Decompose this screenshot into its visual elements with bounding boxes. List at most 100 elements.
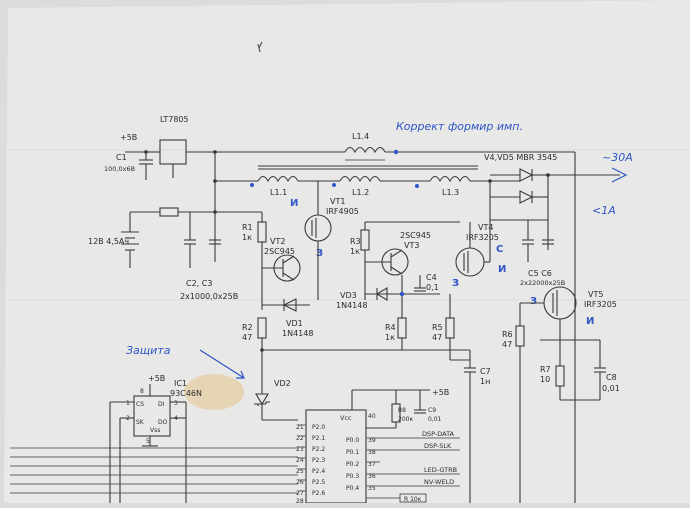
junction [546, 173, 550, 177]
lt7805-label: LT7805 [160, 115, 189, 124]
nv-weld-label: NV-WELD [424, 478, 454, 486]
vt1-part: IRF4905 [326, 207, 359, 216]
mcu-pin-num: 27 [296, 490, 304, 497]
vt2-part: 2SC945 [264, 247, 295, 256]
zashchita-note: Защита [126, 344, 171, 357]
coil-l12 [339, 175, 381, 183]
ic1-pin-do: DO [158, 419, 168, 426]
l11-label: L1.1 [270, 188, 287, 197]
r3-value: 1к [350, 247, 360, 256]
vt5-label: VT5 [588, 290, 603, 299]
battery-label: 12В 4,5Ач [88, 237, 129, 246]
vd1-part: 1N4148 [282, 329, 313, 338]
paper-stain [184, 374, 244, 410]
c1-value: 100,0х6В [104, 165, 135, 173]
r6-value: 47 [502, 340, 512, 349]
mcu-pin-num: 23 [296, 446, 304, 453]
c4-value: 0,1 [426, 283, 439, 292]
ic1-plus5b: +5B [148, 374, 165, 383]
c8-label: C8 [606, 373, 617, 382]
r1-value: 1к [242, 233, 252, 242]
vd3-part: 1N4148 [336, 301, 367, 310]
r2-value: 47 [242, 333, 252, 342]
vt4-part: IRF3205 [466, 233, 499, 242]
c1-label: C1 [116, 153, 127, 162]
vt3-collector [390, 249, 403, 258]
mcu-pin-num: 22 [296, 435, 304, 442]
vt3-label: VT3 [404, 241, 419, 250]
c8-value: 0,01 [602, 384, 620, 393]
vt2-emitter [282, 272, 295, 281]
coil-l11 [257, 175, 299, 183]
r4-label: R4 [385, 323, 396, 332]
mcu-pin-num: 24 [296, 457, 304, 464]
current-1a-note: <1A [592, 204, 616, 217]
l14-label: L1.4 [352, 132, 369, 141]
mcu-pin-name: P0.0 [346, 437, 359, 444]
vt1-label: VT1 [330, 197, 345, 206]
arrow-icon [611, 167, 628, 183]
vt4-label: VT4 [478, 223, 493, 232]
ic1-pin-num: 5 [146, 438, 150, 445]
c4-label: C4 [426, 273, 437, 282]
ic1-pin-num: 3 [174, 400, 178, 407]
r10k-label: R 10к [404, 496, 422, 503]
dsp-slk-label: DSP-SLK [424, 442, 452, 450]
mcu-pin-num: 36 [368, 473, 376, 480]
r8-label: R8 [398, 407, 406, 414]
vt2-collector [282, 255, 295, 264]
vt5-mark-z: З [530, 296, 537, 307]
ic1-pin-vss: Vss [150, 427, 160, 434]
r8-value: 200к [398, 416, 413, 423]
plus5b-label: +5B [120, 133, 137, 142]
pen-mark [257, 41, 263, 53]
coil-l14 [344, 146, 386, 154]
vt5-part: IRF3205 [584, 300, 617, 309]
mcu-pin-name: P0.4 [346, 485, 359, 492]
c9-label: C9 [428, 407, 436, 414]
r4-value: 1к [385, 333, 395, 342]
mcu-pin-num: 39 [368, 437, 376, 444]
mcu-pin-name: P2.3 [312, 457, 325, 464]
r1-label: R1 [242, 223, 253, 232]
vd4-vd5-label: V4,VD5 MBR 3545 [484, 153, 557, 162]
vt4-mark-s: С [496, 244, 503, 255]
led-gtrb-label: LED-GTRB [424, 466, 457, 474]
mcu-pin-num: 37 [368, 461, 376, 468]
mcu-pin-num: 40 [368, 413, 376, 420]
mcu-pin-num: 26 [296, 479, 304, 486]
ic1-pin-cs: CS [136, 401, 144, 408]
ic1-part: 93C46N [170, 389, 202, 398]
junction [399, 291, 405, 297]
vt1-mark-z: З [316, 248, 323, 259]
mcu-pin-num: 21 [296, 424, 304, 431]
vt3-emitter [390, 266, 403, 275]
mcu-pin-name: P2.5 [312, 479, 325, 486]
coil-l13 [429, 175, 471, 183]
l13-label: L1.3 [442, 188, 459, 197]
diode-vd4 [519, 168, 534, 182]
mcu-pin-num: 28 [296, 498, 304, 503]
mcu-vcc: Vcc [340, 414, 352, 422]
mcu-pin-name: P2.6 [312, 490, 325, 497]
arrow-icon [199, 349, 245, 379]
c5c6-label: C5 C6 [528, 269, 552, 278]
r5-value: 47 [432, 333, 442, 342]
polarity-dot [415, 184, 419, 188]
mcu-pin-name: P2.0 [312, 424, 325, 431]
diode-vd1 [282, 298, 297, 312]
l12-label: L1.2 [352, 188, 369, 197]
vt4-mark-u: И [498, 264, 506, 275]
arrow-head [236, 370, 245, 379]
r5-label: R5 [432, 323, 443, 332]
c7-label: C7 [480, 367, 491, 376]
r7-value: 10 [540, 375, 550, 384]
vd3-label: VD3 [340, 291, 357, 300]
vt1-mark-u: И [290, 198, 298, 209]
resistor-10k [399, 493, 427, 503]
diode-vd3 [375, 287, 388, 301]
ic1-pin-sk: SK [136, 419, 145, 426]
mcu-pin-name: P0.3 [346, 473, 359, 480]
